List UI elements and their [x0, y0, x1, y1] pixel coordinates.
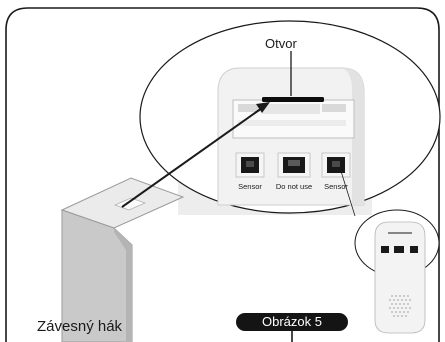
- overview-port-middle: [394, 246, 404, 253]
- overview-device-body: [374, 221, 426, 334]
- port-do-not-use: [277, 152, 311, 178]
- overview-pointer-line: [339, 167, 356, 217]
- overview-port-left: [381, 246, 389, 253]
- figure-number-badge: Obrázok 5: [236, 313, 348, 331]
- mounting-tab-left: [238, 104, 260, 112]
- hanging-hook-edge: [114, 228, 132, 342]
- port-label-do-not-use: Do not use: [276, 182, 312, 191]
- insert-arrow-head: [256, 102, 270, 113]
- mounting-groove: [262, 104, 320, 114]
- hook-slot: [262, 97, 324, 102]
- port-sensor-left: [235, 152, 265, 178]
- mounting-lower-ridge: [238, 120, 346, 126]
- opening-label: Otvor: [265, 36, 297, 51]
- figure-frame: [5, 7, 440, 342]
- mounting-tab-right: [322, 104, 346, 112]
- port-label-sensor-right: Sensor: [324, 182, 348, 191]
- port-label-sensor-left: Sensor: [238, 182, 262, 191]
- hanging-hook-label: Závesný hák: [37, 318, 123, 335]
- overview-speaker-grille: [389, 295, 411, 317]
- insert-arrow-line: [121, 107, 263, 208]
- overview-port-right: [410, 246, 418, 253]
- port-sensor-right: [321, 152, 351, 178]
